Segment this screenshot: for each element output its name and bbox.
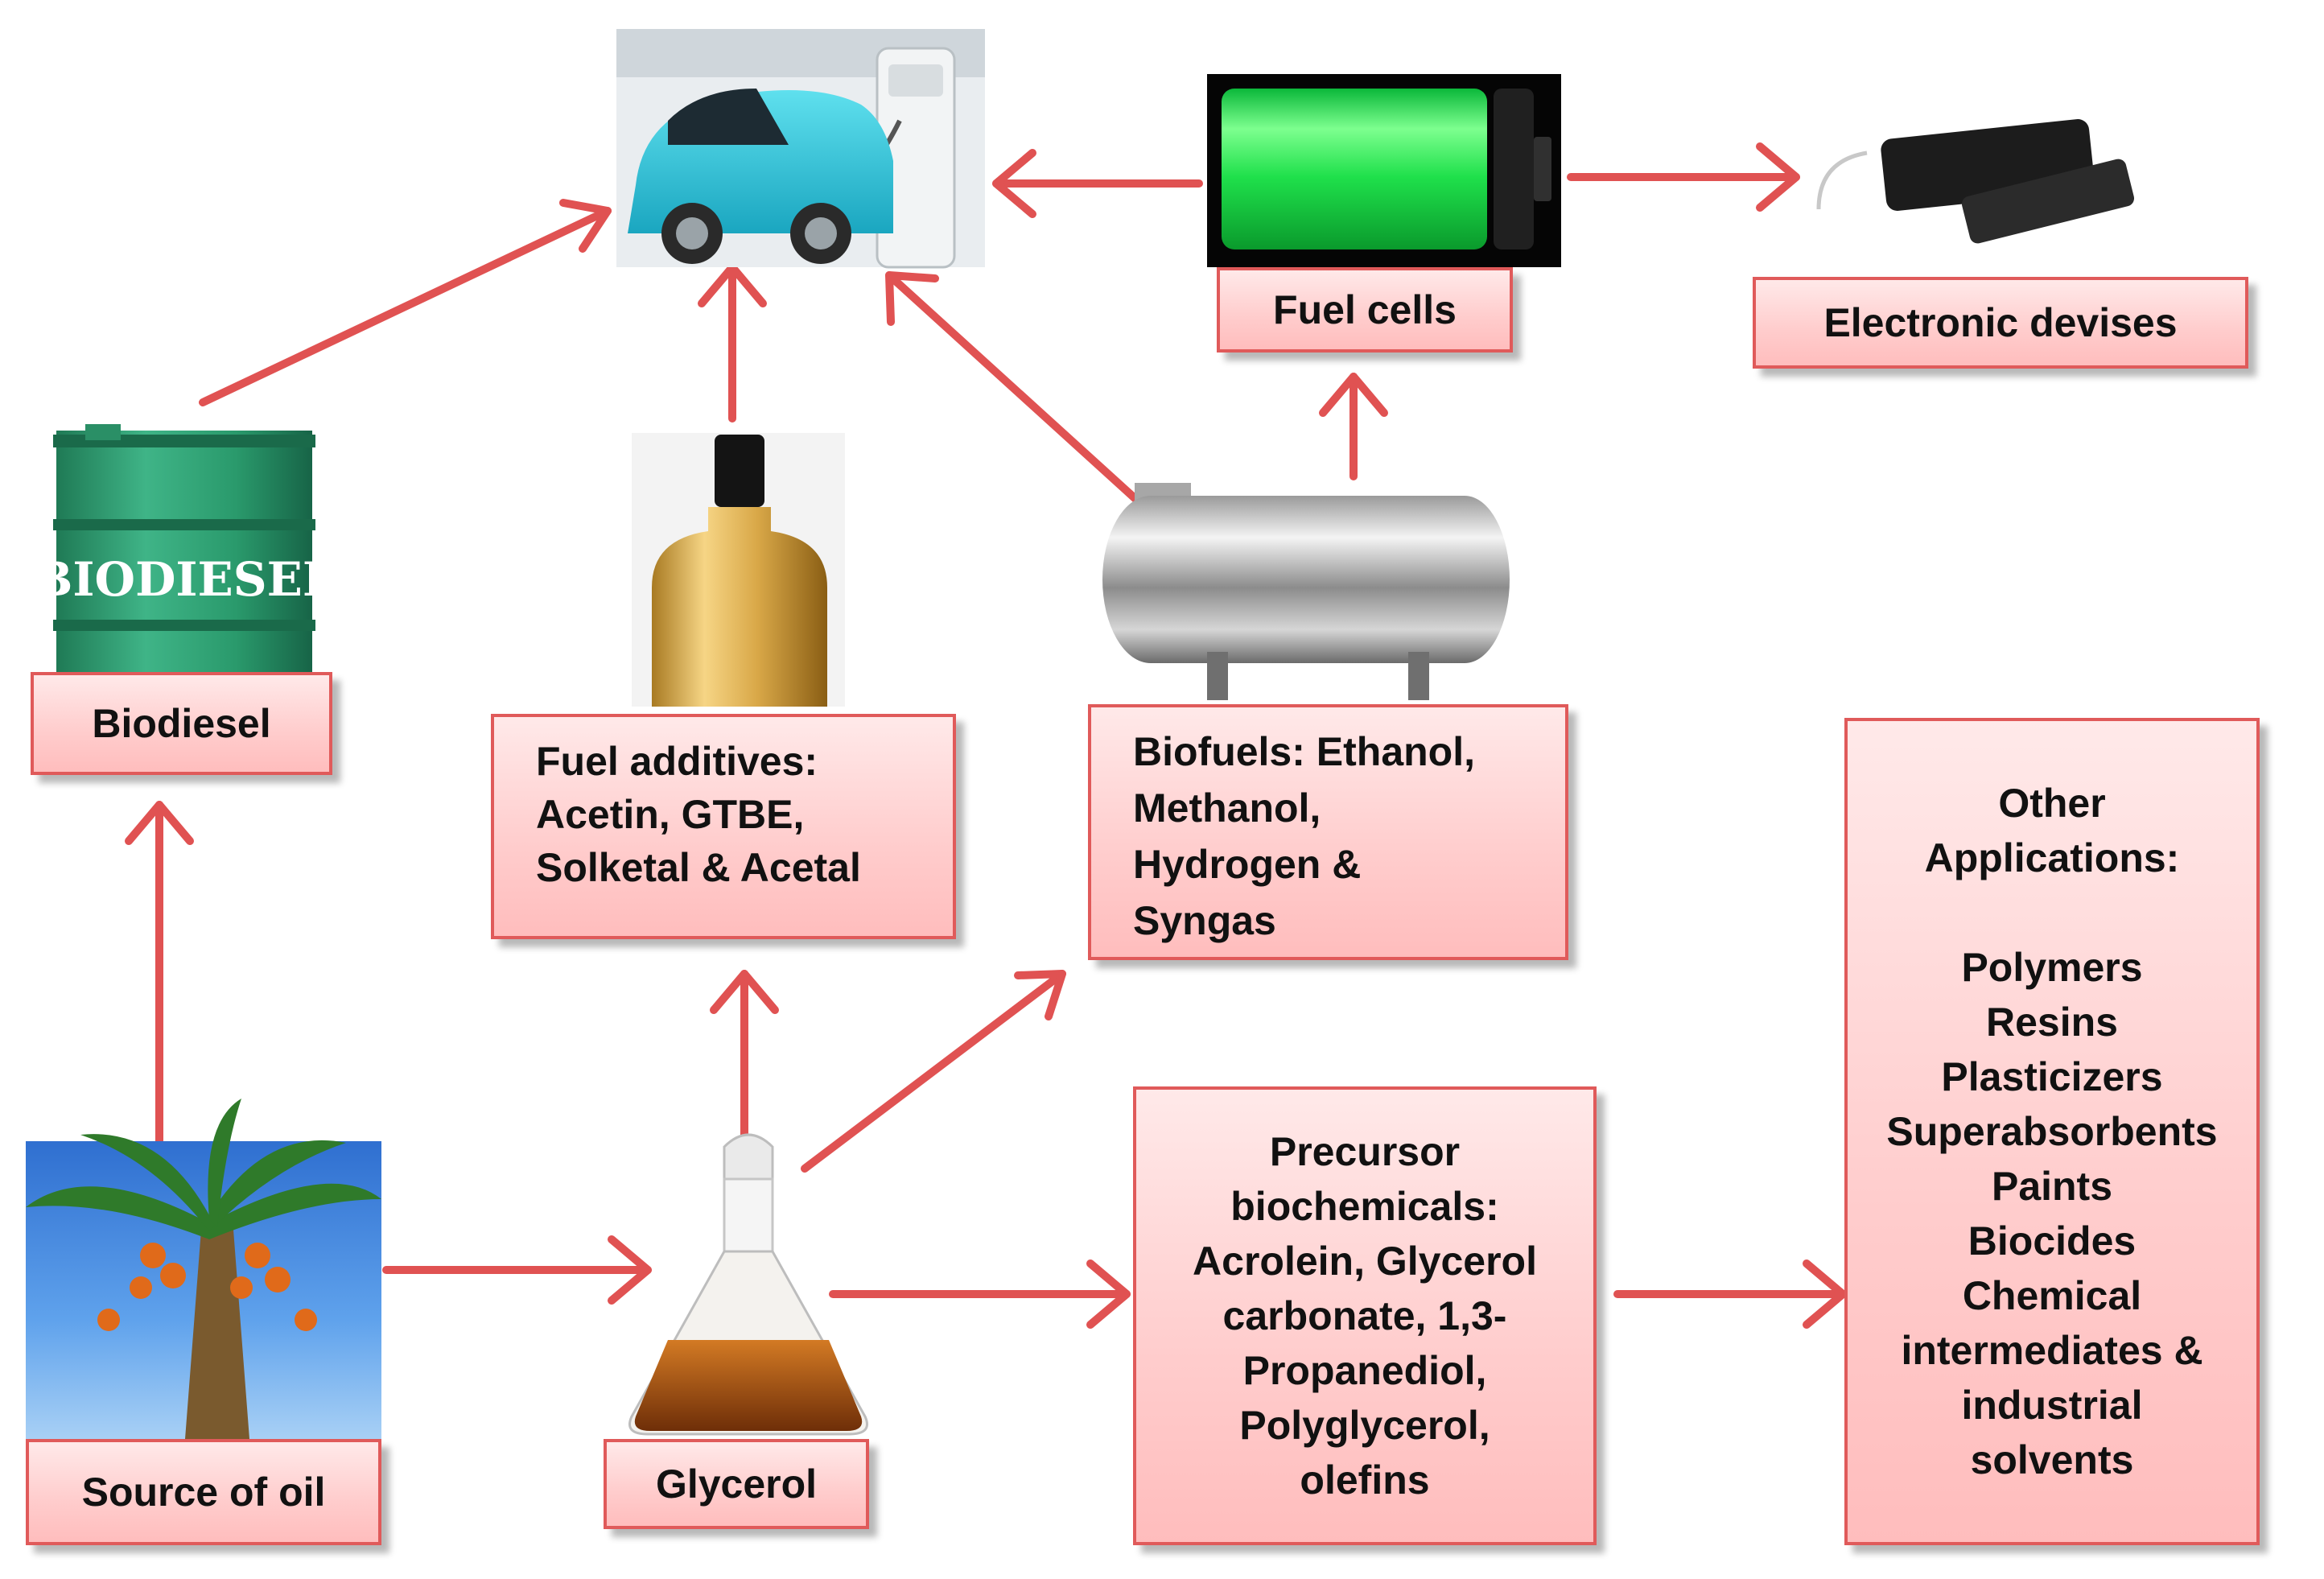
arrow-battery-to-electronics (1567, 142, 1800, 212)
precursor-line-3: Acrolein, Glycerol (1193, 1239, 1537, 1284)
fuel-additives-line-1: Fuel additives: (536, 739, 818, 784)
other-item-intermediates: intermediates & (1901, 1328, 2203, 1373)
arrow-precursor-to-other (1613, 1259, 1847, 1329)
source-of-oil-label: Source of oil (81, 1470, 326, 1515)
other-item-chemical: Chemical (1962, 1273, 2142, 1318)
other-heading-line-2: Applications: (1924, 835, 2180, 880)
fuel-cells-box: Fuel cells (1217, 267, 1513, 352)
arrows (125, 142, 1847, 1329)
electric-car-image (616, 29, 985, 269)
precursor-box: Precursor biochemicals: Acrolein, Glycer… (1133, 1086, 1597, 1545)
arrow-biodiesel-to-car (199, 199, 612, 406)
other-item-industrial: industrial (1961, 1383, 2143, 1428)
fuel-cells-label: Fuel cells (1273, 287, 1457, 332)
precursor-line-4: carbonate, 1,3- (1222, 1293, 1507, 1338)
electronics-image (1816, 119, 2135, 244)
precursor-line-7: olefins (1300, 1457, 1430, 1503)
glycerol-flask-image (628, 1133, 868, 1436)
arrow-glycerol-to-additives (710, 970, 779, 1147)
biodiesel-drum-image: BIODIESEL (33, 424, 336, 672)
other-item-polymers: Polymers (1961, 945, 2143, 990)
palm-tree-image (26, 1099, 381, 1439)
fuel-additives-box: Fuel additives: Acetin, GTBE, Solketal &… (491, 714, 956, 939)
electronic-devises-box: Electronic devises (1753, 277, 2248, 369)
fuel-additive-bottle-image (632, 433, 845, 707)
arrow-source-to-biodiesel (125, 801, 194, 1145)
glycerol-label: Glycerol (655, 1462, 818, 1507)
arrow-battery-to-car (992, 149, 1203, 218)
other-item-biocides: Biocides (1968, 1218, 2137, 1264)
arrow-glycerol-to-precursor (829, 1259, 1131, 1329)
biodiesel-box: Biodiesel (31, 672, 332, 775)
biofuels-box: Biofuels: Ethanol, Methanol, Hydrogen & … (1088, 704, 1568, 960)
other-item-plasticizers: Plasticizers (1941, 1054, 2163, 1099)
electronic-devises-label: Electronic devises (1823, 300, 2178, 345)
biodiesel-label: Biodiesel (92, 701, 271, 746)
biofuels-line-3: Hydrogen & (1133, 842, 1362, 887)
other-item-superabsorbents: Superabsorbents (1886, 1109, 2218, 1154)
other-item-solvents: solvents (1970, 1437, 2134, 1482)
biodiesel-drum-text: BIODIESEL (33, 552, 335, 607)
fuel-additives-line-3: Solketal & Acetal (536, 845, 861, 890)
other-item-resins: Resins (1986, 1000, 2118, 1045)
other-heading-line-1: Other (1998, 781, 2106, 826)
glycerol-box: Glycerol (604, 1439, 869, 1529)
fuel-additives-line-2: Acetin, GTBE, (536, 792, 805, 837)
precursor-line-6: Polyglycerol, (1239, 1403, 1490, 1448)
biofuels-line-1: Biofuels: Ethanol, (1133, 729, 1475, 774)
biofuel-tank-image (1102, 483, 1510, 700)
biofuels-line-2: Methanol, (1133, 785, 1321, 831)
precursor-line-5: Propanediol, (1242, 1348, 1487, 1393)
arrow-tank-to-fuelcells (1319, 373, 1388, 480)
other-item-paints: Paints (1991, 1164, 2113, 1209)
battery-image (1207, 74, 1561, 267)
biofuels-line-4: Syngas (1133, 898, 1276, 943)
precursor-line-1: Precursor (1269, 1129, 1461, 1174)
other-applications-box: Other Applications: Polymers Resins Plas… (1844, 718, 2260, 1545)
arrow-biofuels-to-car (885, 271, 1147, 509)
source-of-oil-box: Source of oil (26, 1439, 381, 1545)
arrow-source-to-glycerol (382, 1235, 652, 1305)
arrow-additives-to-car (698, 263, 767, 423)
precursor-line-2: biochemicals: (1230, 1184, 1499, 1229)
arrow-glycerol-to-biofuels (801, 970, 1066, 1173)
